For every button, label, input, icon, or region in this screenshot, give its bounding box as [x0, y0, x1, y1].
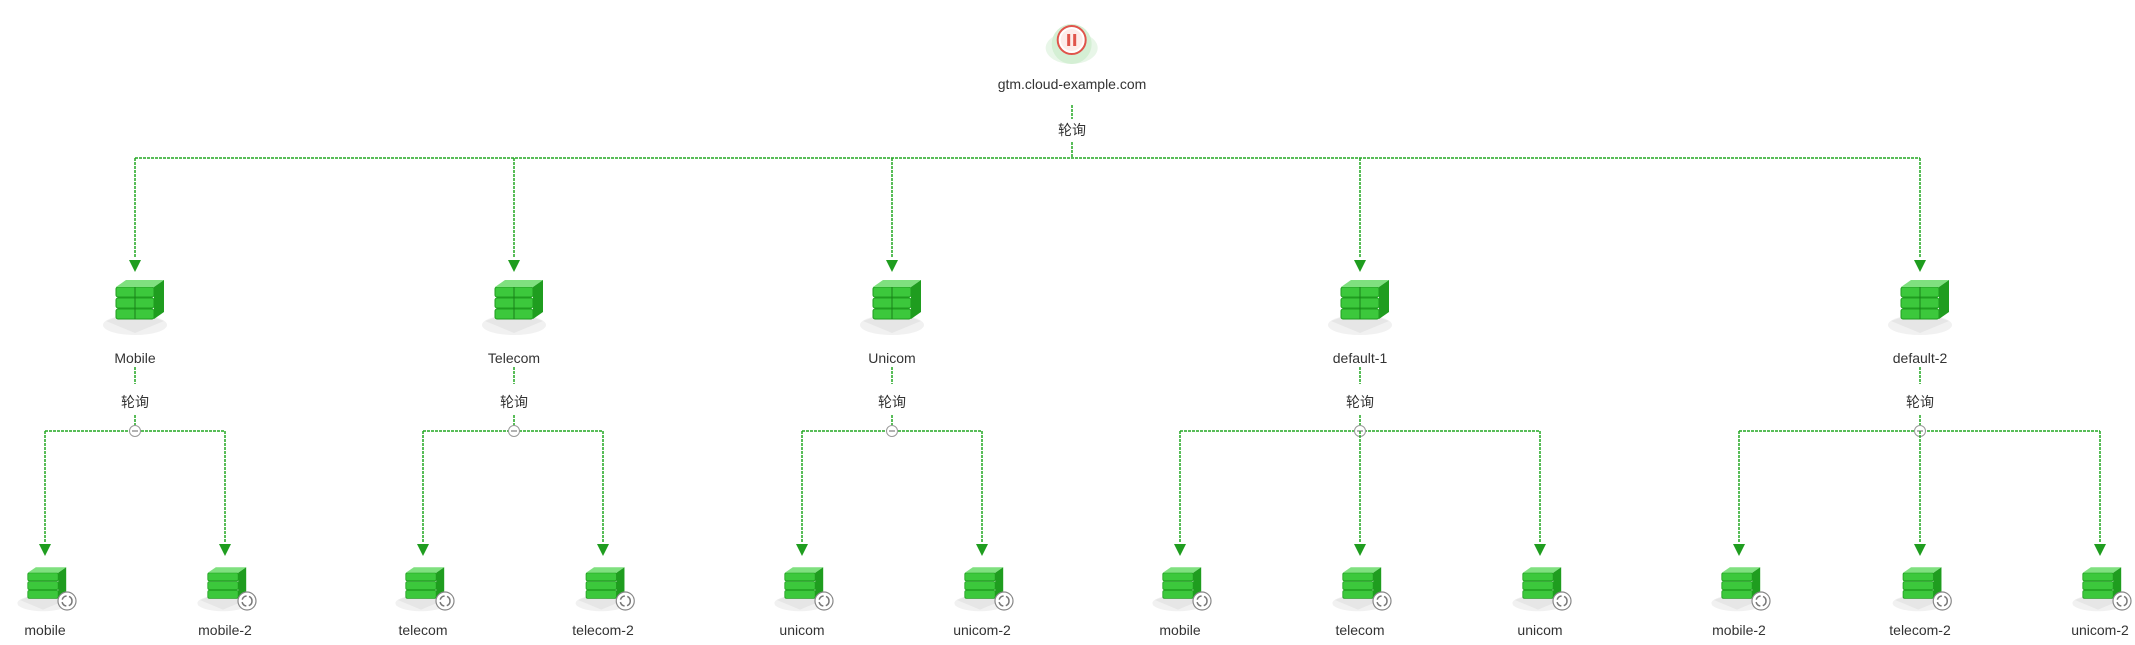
pool-name-label: Unicom	[868, 350, 916, 366]
pool-name-label: Telecom	[487, 350, 541, 366]
collapse-toggle-telecom[interactable]	[508, 425, 520, 437]
server-icon	[952, 560, 1008, 621]
root-policy-label: 轮询	[1055, 120, 1089, 140]
server-icon	[573, 560, 629, 621]
member-name-label: unicom-2	[2071, 622, 2129, 638]
arrow-to-pool-default-2	[1914, 260, 1926, 272]
member-name-label: mobile	[1159, 622, 1201, 638]
arrow-to-member-default-2-0	[1733, 544, 1745, 556]
server-icon	[1330, 560, 1386, 621]
member-name-label: mobile-2	[1712, 622, 1766, 638]
server-icon	[772, 560, 828, 621]
health-check-icon	[57, 591, 77, 616]
member-name-label: telecom-2	[1889, 622, 1951, 638]
member-name-label: unicom-2	[953, 622, 1011, 638]
member-node-telecom-2[interactable]: telecom-2	[572, 560, 635, 638]
server-icon	[195, 560, 251, 621]
arrow-to-member-default-2-2	[2094, 544, 2106, 556]
health-check-icon	[435, 591, 455, 616]
member-name-label: telecom	[1335, 622, 1385, 638]
arrow-to-member-telecom-0	[417, 544, 429, 556]
pool-node-unicom[interactable]: Unicom	[857, 275, 927, 366]
pool-name-label: default-1	[1332, 350, 1388, 366]
arrow-to-pool-unicom	[886, 260, 898, 272]
arrow-to-member-default-1-1	[1354, 544, 1366, 556]
member-node-telecom[interactable]: telecom	[1330, 560, 1392, 638]
health-check-icon	[1552, 591, 1572, 616]
health-check-icon	[2112, 591, 2132, 616]
member-node-mobile[interactable]: mobile	[15, 560, 77, 638]
collapse-toggle-unicom[interactable]	[886, 425, 898, 437]
arrow-to-member-default-2-1	[1914, 544, 1926, 556]
member-name-label: telecom	[398, 622, 448, 638]
server-icon	[1510, 560, 1566, 621]
pool-policy-label-default-1: 轮询	[1343, 392, 1377, 412]
member-name-label: unicom	[1517, 622, 1563, 638]
server-icon	[15, 560, 71, 621]
member-node-mobile-2[interactable]: mobile-2	[1709, 560, 1771, 638]
server-pool-icon	[479, 275, 549, 342]
pool-policy-label-default-2: 轮询	[1903, 392, 1937, 412]
member-node-telecom-2[interactable]: telecom-2	[1889, 560, 1952, 638]
server-icon	[393, 560, 449, 621]
server-pool-icon	[1325, 275, 1395, 342]
root-domain-label: gtm.cloud-example.com	[997, 76, 1147, 92]
arrow-to-member-default-1-0	[1174, 544, 1186, 556]
arrow-to-pool-default-1	[1354, 260, 1366, 272]
pool-policy-label-unicom: 轮询	[875, 392, 909, 412]
collapse-toggle-mobile[interactable]	[129, 425, 141, 437]
member-node-unicom-2[interactable]: unicom-2	[2070, 560, 2132, 638]
member-name-label: mobile	[24, 622, 66, 638]
health-check-icon	[1192, 591, 1212, 616]
pause-icon[interactable]	[1042, 14, 1102, 70]
server-icon	[1890, 560, 1946, 621]
pool-policy-label-telecom: 轮询	[497, 392, 531, 412]
server-icon	[1150, 560, 1206, 621]
server-icon	[2070, 560, 2126, 621]
health-check-icon	[1751, 591, 1771, 616]
arrow-to-member-unicom-0	[796, 544, 808, 556]
member-node-unicom[interactable]: unicom	[772, 560, 834, 638]
member-name-label: unicom	[779, 622, 825, 638]
member-node-mobile[interactable]: mobile	[1150, 560, 1212, 638]
health-check-icon	[1372, 591, 1392, 616]
arrow-to-member-default-1-2	[1534, 544, 1546, 556]
server-pool-icon	[1885, 275, 1955, 342]
arrow-to-member-telecom-1	[597, 544, 609, 556]
server-pool-icon	[100, 275, 170, 342]
health-check-icon	[237, 591, 257, 616]
root-domain-node[interactable]: gtm.cloud-example.com	[997, 14, 1147, 92]
pool-name-label: default-2	[1892, 350, 1948, 366]
health-check-icon	[1932, 591, 1952, 616]
member-name-label: mobile-2	[198, 622, 252, 638]
arrow-to-member-mobile-0	[39, 544, 51, 556]
pool-node-default-1[interactable]: default-1	[1325, 275, 1395, 366]
pool-node-mobile[interactable]: Mobile	[100, 275, 170, 366]
pool-policy-label-mobile: 轮询	[118, 392, 152, 412]
member-node-telecom[interactable]: telecom	[393, 560, 455, 638]
health-check-icon	[615, 591, 635, 616]
member-name-label: telecom-2	[572, 622, 634, 638]
pool-node-default-2[interactable]: default-2	[1885, 275, 1955, 366]
server-pool-icon	[857, 275, 927, 342]
arrow-to-pool-mobile	[129, 260, 141, 272]
member-node-unicom-2[interactable]: unicom-2	[952, 560, 1014, 638]
pool-node-telecom[interactable]: Telecom	[479, 275, 549, 366]
arrow-to-member-unicom-1	[976, 544, 988, 556]
health-check-icon	[814, 591, 834, 616]
arrow-to-member-mobile-1	[219, 544, 231, 556]
server-icon	[1709, 560, 1765, 621]
member-node-mobile-2[interactable]: mobile-2	[195, 560, 257, 638]
arrow-to-pool-telecom	[508, 260, 520, 272]
member-node-unicom[interactable]: unicom	[1510, 560, 1572, 638]
pool-name-label: Mobile	[114, 350, 156, 366]
health-check-icon	[994, 591, 1014, 616]
